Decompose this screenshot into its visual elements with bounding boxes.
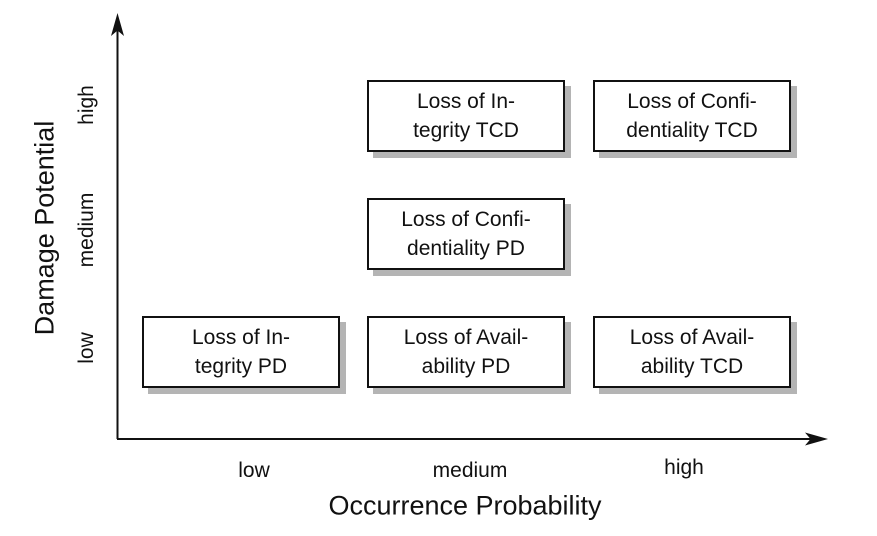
node-label-line: Loss of Avail- bbox=[403, 326, 529, 349]
node-label-line: ability TCD bbox=[640, 355, 744, 378]
x-tick-high: high bbox=[664, 456, 704, 479]
node-loss-of-availability-tcd: Loss of Avail- ability TCD bbox=[593, 316, 791, 388]
node-label-line: Loss of Confi- bbox=[401, 208, 531, 231]
node-label-line: Loss of In- bbox=[416, 90, 516, 113]
arrowhead-right-icon bbox=[805, 432, 828, 446]
node-label-line: Loss of Confi- bbox=[627, 90, 757, 113]
node-label-line: tegrity PD bbox=[194, 355, 288, 378]
node-loss-of-confidentiality-tcd: Loss of Confi- dentiality TCD bbox=[593, 80, 791, 152]
x-tick-medium: medium bbox=[432, 459, 508, 482]
node-loss-of-integrity-pd: Loss of In- tegrity PD bbox=[142, 316, 340, 388]
arrowhead-up-icon bbox=[111, 13, 124, 36]
node-loss-of-availability-pd: Loss of Avail- ability PD bbox=[367, 316, 565, 388]
node-label-line: dentiality TCD bbox=[626, 119, 758, 142]
node-label-line: Loss of In- bbox=[191, 326, 291, 349]
y-axis-title: Damage Potential bbox=[29, 120, 60, 336]
node-loss-of-confidentiality-pd: Loss of Confi- dentiality PD bbox=[367, 198, 565, 270]
node-label-line: ability PD bbox=[421, 355, 511, 378]
node-label-line: Loss of Avail- bbox=[629, 326, 755, 349]
y-tick-low: low bbox=[75, 332, 98, 364]
y-tick-high: high bbox=[75, 85, 98, 125]
node-label-line: tegrity TCD bbox=[413, 119, 519, 142]
x-tick-low: low bbox=[238, 459, 270, 482]
node-loss-of-integrity-tcd: Loss of In- tegrity TCD bbox=[367, 80, 565, 152]
x-axis-title: Occurrence Probability bbox=[328, 490, 602, 521]
y-tick-medium: medium bbox=[75, 192, 98, 268]
node-label-line: dentiality PD bbox=[407, 237, 525, 260]
